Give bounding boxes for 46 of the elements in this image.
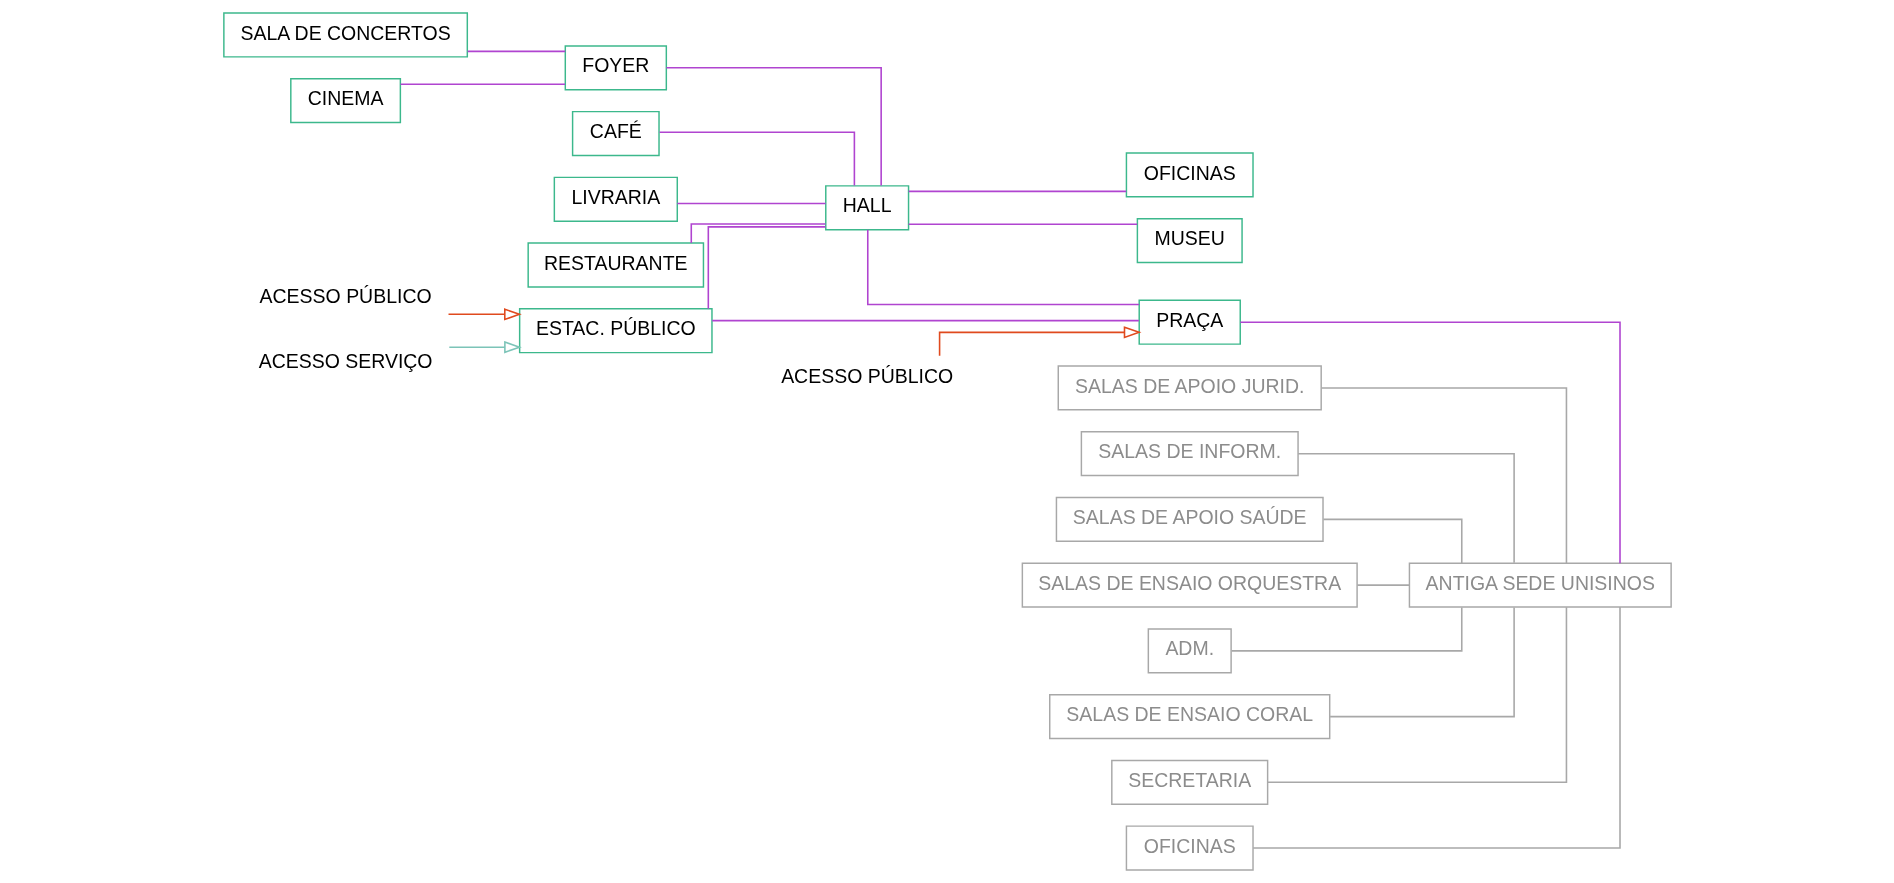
connector: [866, 228, 1140, 306]
connector: [1266, 606, 1567, 784]
node-text: ACESSO SERVIÇO: [258, 350, 433, 373]
node-text: ACESSO PÚBLICO: [259, 284, 432, 307]
connector: [676, 202, 826, 205]
node-box: LIVRARIA: [553, 176, 678, 222]
node-box: SALAS DE INFORM.: [1080, 431, 1299, 477]
node-box: ANTIGA SEDE UNISINOS: [1408, 562, 1672, 608]
connector: [1320, 387, 1567, 564]
connector: [1328, 606, 1515, 718]
connector: [1322, 518, 1463, 564]
connector: [1296, 452, 1515, 564]
node-text: ACESSO PÚBLICO: [780, 364, 953, 387]
node-box: CAFÉ: [571, 110, 660, 157]
node-box: ESTAC. PÚBLICO: [518, 308, 713, 354]
connector: [907, 190, 1127, 193]
connector: [1356, 584, 1410, 586]
connector: [1230, 606, 1463, 652]
connector: [707, 226, 826, 310]
connector: [710, 319, 1140, 322]
connector: [658, 131, 855, 187]
node-box: SALAS DE ENSAIO ORQUESTRA: [1021, 562, 1358, 608]
node-box: CINEMA: [289, 78, 401, 124]
arrow: [448, 340, 522, 354]
connector: [690, 223, 826, 244]
node-box: OFICINAS: [1125, 152, 1254, 198]
node-box: FOYER: [564, 45, 667, 91]
node-box: SALAS DE APOIO SAÚDE: [1055, 496, 1324, 543]
connector: [1251, 606, 1621, 849]
connector: [399, 83, 566, 86]
node-box: HALL: [824, 185, 909, 231]
connector: [665, 67, 882, 187]
node-box: MUSEU: [1136, 218, 1243, 264]
node-box: SALAS DE ENSAIO CORAL: [1048, 693, 1330, 740]
arrow: [447, 308, 522, 321]
node-box: OFICINAS: [1125, 825, 1254, 871]
arrow: [938, 326, 1141, 357]
node-box: PRAÇA: [1138, 299, 1241, 345]
connector: [1239, 321, 1621, 564]
node-box: SALAS DE APOIO JURID.: [1057, 365, 1322, 411]
node-box: RESTAURANTE: [526, 242, 704, 288]
connector: [907, 223, 1138, 225]
node-box: SECRETARIA: [1110, 759, 1268, 805]
connector: [466, 50, 566, 53]
node-box: SALA DE CONCERTOS: [222, 12, 468, 58]
node-box: ADM.: [1147, 628, 1232, 674]
